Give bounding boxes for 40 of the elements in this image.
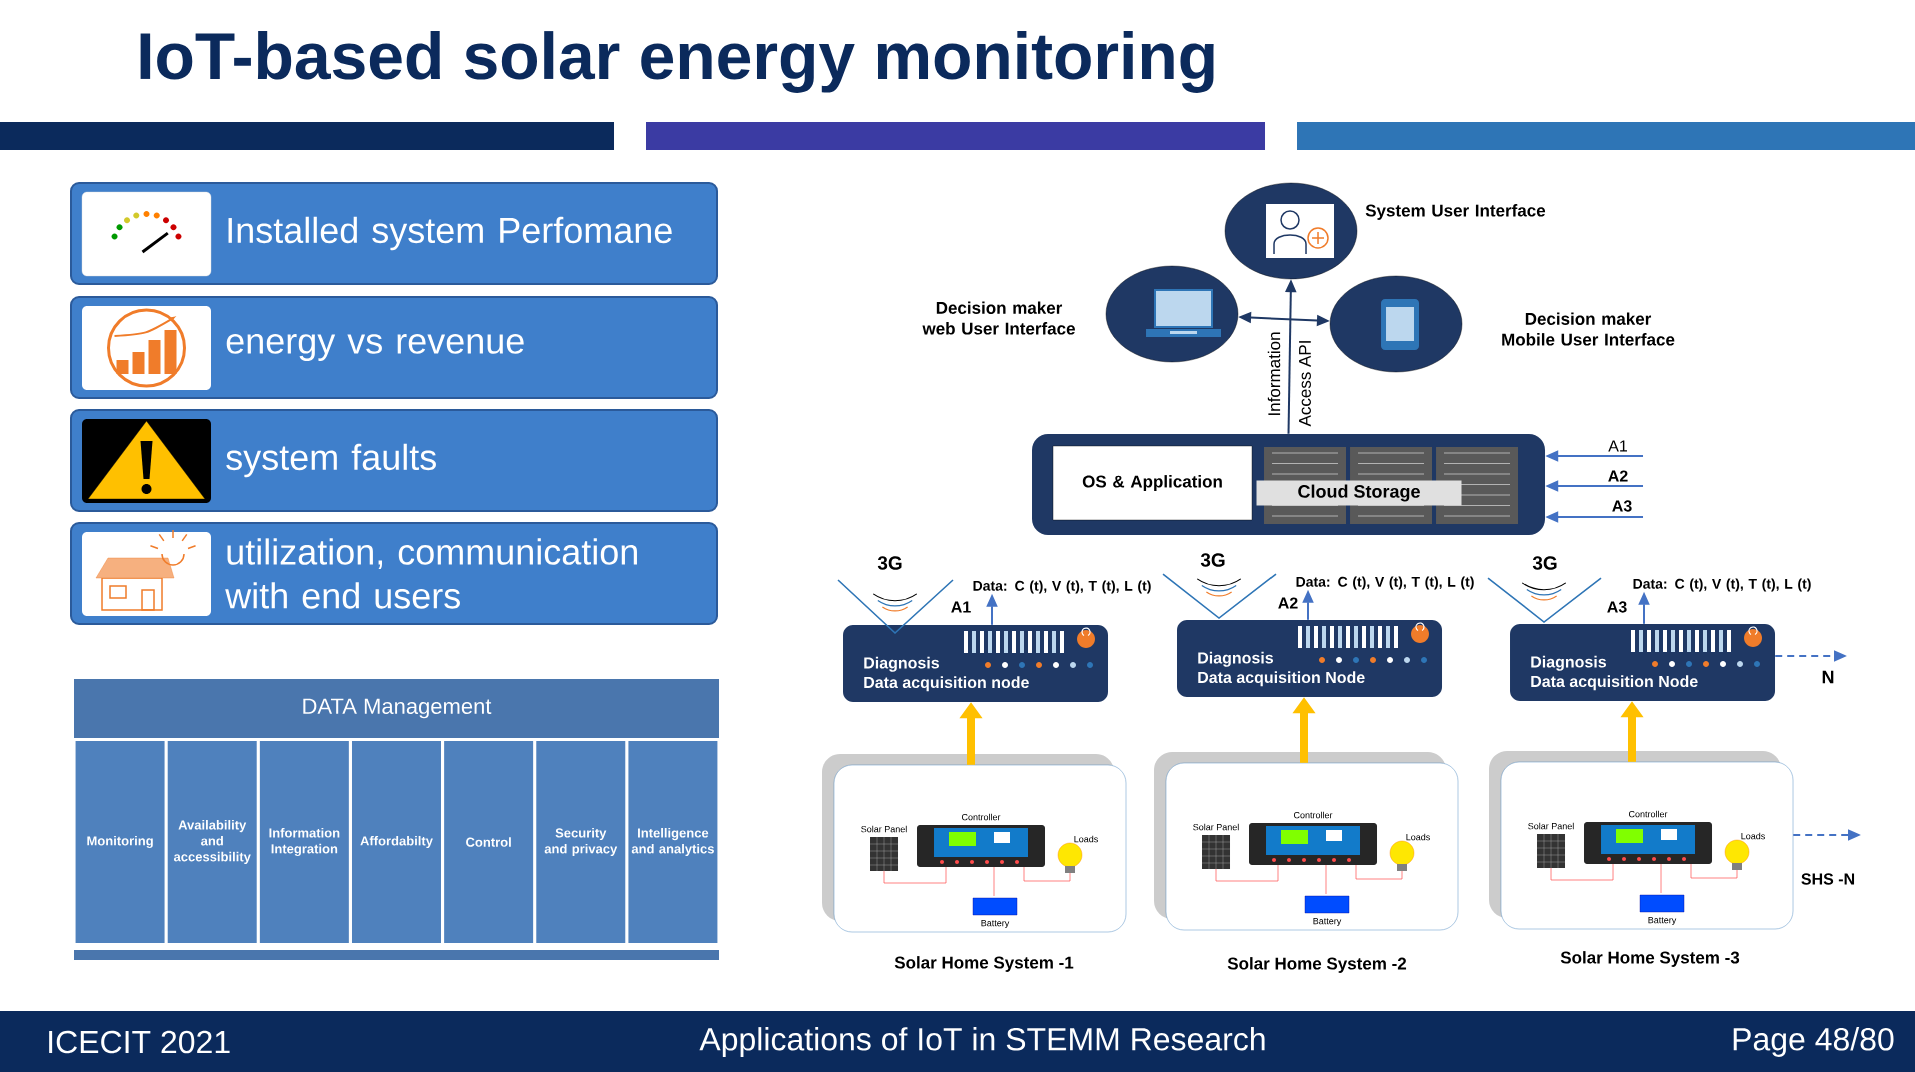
network-label: 3G <box>877 556 902 570</box>
footer-text: ICECIT 2021 <box>49 1030 230 1054</box>
footer-text: Applications of IoT in STEMM Research <box>699 1027 1265 1057</box>
acquisition-box: Diagnosis Data acquisition Node <box>1510 624 1775 701</box>
edge-label: A1 <box>1607 439 1629 453</box>
network-label: 3G <box>1200 553 1225 567</box>
table-column: Affordabilty <box>352 741 441 943</box>
slide-title: IoT-based solar energy monitoring <box>140 31 1214 93</box>
table-column: Intelligence and analytics <box>628 741 718 943</box>
edge-label: A2 <box>1276 596 1300 610</box>
system-caption: Solar Home System -1 <box>894 956 1074 972</box>
footer-text: Page 48/80 <box>1733 1027 1894 1057</box>
data-label: Data: C (t), V (t), T (t), L (t) <box>1633 578 1811 592</box>
table-column: Control <box>444 741 534 943</box>
edge-label: SHS -N <box>1799 872 1857 886</box>
acquisition-box: Diagnosis Data acquisition Node <box>1177 620 1442 697</box>
table-column: Security and privacy <box>536 741 626 943</box>
edge-label: A3 <box>1610 499 1634 513</box>
edge-label: Information <box>1266 330 1282 418</box>
data-label: Data: C (t), V (t), T (t), L (t) <box>973 580 1151 594</box>
table-column: Availability and accessibility <box>167 741 257 943</box>
table-header: DATA Management <box>74 679 719 738</box>
interface-label: Decision maker web User Interface <box>922 301 1075 335</box>
edge-label: A3 <box>1605 600 1629 614</box>
acquisition-box: Diagnosis Data acquisition node <box>843 625 1108 702</box>
interface-label: System User Interface <box>1365 204 1546 220</box>
table-column: Information Integration <box>259 741 349 943</box>
data-label: Data: C (t), V (t), T (t), L (t) <box>1296 576 1474 590</box>
os-box: OS & Application <box>1052 445 1253 521</box>
edge-label: A1 <box>949 600 973 614</box>
system-caption: Solar Home System -2 <box>1227 957 1407 973</box>
network-label: 3G <box>1532 556 1557 570</box>
table-column: Monitoring <box>75 741 165 943</box>
part-label: Battery <box>981 920 1010 929</box>
system-caption: Solar Home System -3 <box>1560 951 1740 967</box>
edge-label: A2 <box>1606 469 1630 483</box>
interface-label: Decision maker Mobile User Interface <box>1502 312 1675 346</box>
access-label: Access API <box>1298 338 1312 428</box>
edge-label: N <box>1820 669 1836 685</box>
part-label: Battery <box>1313 918 1342 927</box>
